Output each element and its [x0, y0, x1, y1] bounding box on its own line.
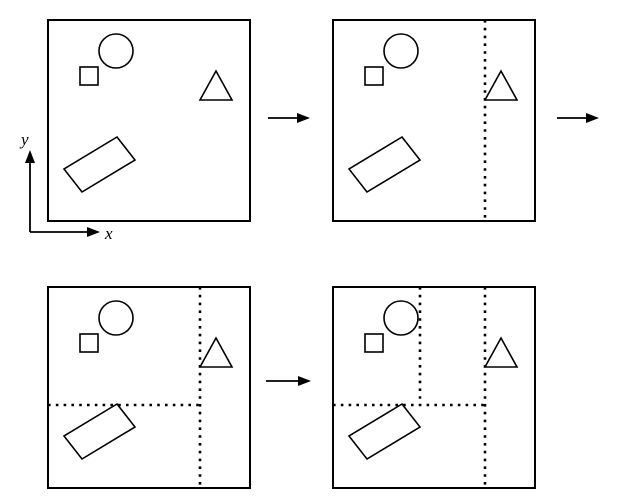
circle	[98, 33, 134, 69]
panel-4-frame	[332, 286, 536, 489]
circle	[98, 300, 134, 336]
triangle	[198, 69, 234, 101]
small-square	[364, 66, 384, 86]
arrow-panel3-to-panel4	[266, 376, 311, 386]
triangle	[483, 69, 519, 101]
arrow-head	[297, 113, 310, 123]
triangle	[483, 336, 519, 368]
x-axis-label: x	[104, 224, 113, 243]
y-axis-arrow-head	[25, 150, 35, 163]
x-axis-arrow-head	[87, 227, 100, 237]
panel-4	[332, 286, 536, 489]
circle	[383, 33, 419, 69]
rotated-rectangle	[347, 402, 422, 461]
panel-3-frame	[47, 286, 251, 489]
rotated-rectangle	[62, 135, 137, 194]
arrow-head	[298, 376, 311, 386]
panel-1-frame	[47, 19, 251, 222]
circle	[383, 300, 419, 336]
triangle	[198, 336, 234, 368]
coordinate-axes: y x	[19, 130, 113, 243]
small-square	[79, 333, 99, 353]
small-square	[364, 333, 384, 353]
arrow-panel2-to-panel3	[557, 113, 599, 123]
rotated-rectangle	[347, 135, 422, 194]
panel-3	[47, 286, 251, 489]
panel-2-frame	[332, 19, 536, 222]
arrow-head	[586, 113, 599, 123]
panel-2	[332, 19, 536, 222]
small-square	[79, 66, 99, 86]
rotated-rectangle	[62, 402, 137, 461]
y-axis-label: y	[19, 130, 29, 149]
panel-1	[47, 19, 251, 222]
arrow-panel1-to-panel2	[268, 113, 310, 123]
